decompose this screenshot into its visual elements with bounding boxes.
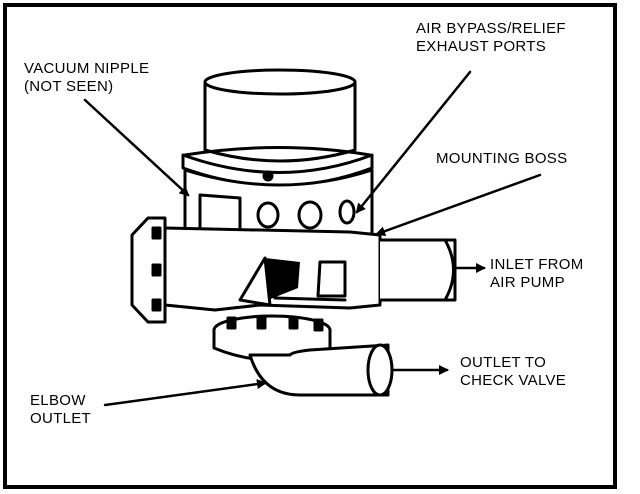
- label-outlet: OUTLET TO CHECK VALVE: [460, 354, 567, 389]
- exhaust-port-3: [338, 199, 356, 225]
- elbow-leader: [103, 379, 267, 407]
- left-flange: [130, 216, 167, 324]
- elbow-outlet: [248, 343, 394, 397]
- bottom-flange: [212, 314, 332, 362]
- top-cylinder: [203, 68, 357, 163]
- inlet-pipe: [378, 238, 457, 302]
- label-elbow: ELBOW OUTLET: [30, 392, 91, 427]
- label-inlet: INLET FROM AIR PUMP: [490, 256, 584, 291]
- vacuum-nipple-leader: [83, 98, 190, 197]
- diagram-frame: [3, 3, 617, 489]
- label-vacuum-nipple: VACUUM NIPPLE (NOT SEEN): [24, 60, 150, 95]
- exhaust-ports-leader: [355, 70, 472, 214]
- leader-lines: [83, 70, 542, 407]
- exhaust-port-1: [256, 201, 280, 229]
- exhaust-port-2: [297, 200, 323, 230]
- label-mounting-boss: MOUNTING BOSS: [436, 150, 568, 167]
- mounting-boss-leader: [375, 173, 542, 236]
- label-air-bypass: AIR BYPASS/RELIEF EXHAUST PORTS: [416, 20, 566, 55]
- horizontal-tube: [163, 226, 382, 312]
